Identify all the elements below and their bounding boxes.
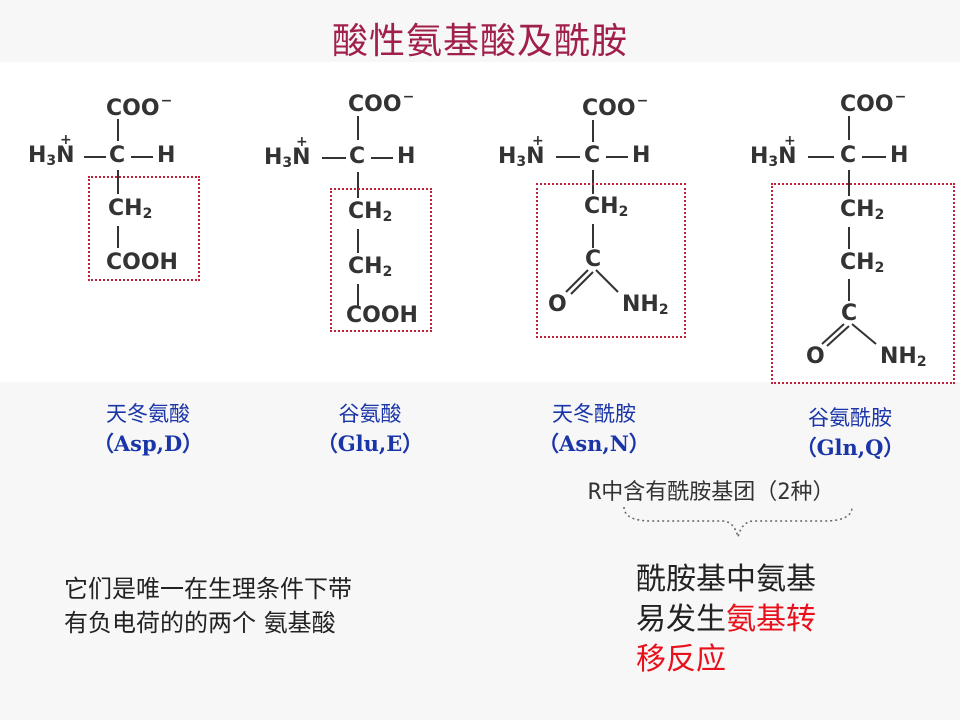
amino-group: H3N (28, 143, 75, 169)
alpha-carbon: C (840, 143, 857, 168)
plus-charge: + (532, 133, 544, 149)
hydrogen: H (632, 143, 651, 168)
bond (84, 156, 106, 158)
hydrogen: H (890, 143, 909, 168)
carboxyl-group: COOH (346, 303, 418, 328)
page-title: 酸性氨基酸及酰胺 (331, 21, 628, 62)
amino-acid-name: 谷氨酸 (338, 402, 402, 426)
bond (131, 156, 153, 158)
carboxyl-group: COOH (106, 250, 178, 275)
plus-charge: + (784, 133, 796, 149)
name-aspartate: 天冬氨酸 （Asp,D） (48, 398, 248, 458)
carbonyl-carbon: C (841, 301, 858, 326)
highlight-text: 氨基转 (726, 602, 816, 637)
acidic-note: 它们是唯一在生理条件下带 有负电荷的的两个 氨基酸 (64, 572, 352, 640)
amino-group: H3N (750, 144, 797, 170)
bond (357, 284, 359, 306)
oxygen: O (548, 292, 567, 317)
amino-group: H3N (498, 144, 545, 170)
name-glutamate: 谷氨酸 （Glu,E） (270, 398, 470, 458)
carboxylate-group: COO− (106, 93, 173, 121)
bond (862, 156, 886, 158)
bond (371, 157, 393, 159)
transamination-note-line: 易发生氨基转 (636, 602, 816, 637)
amino-acid-abbr: （Asn,N） (538, 431, 650, 456)
methylene-group: CH2 (108, 196, 153, 222)
plus-charge: + (296, 134, 308, 150)
bond (592, 120, 594, 142)
acidic-note-line: 有负电荷的的两个 氨基酸 (64, 609, 336, 637)
amide-bonds (565, 269, 619, 295)
name-asparagine: 天冬酰胺 （Asn,N） (494, 398, 694, 458)
amino-group: H3N (264, 145, 311, 171)
bond (117, 170, 119, 194)
bond (117, 119, 119, 141)
amide-nh2-group: NH2 (880, 344, 927, 370)
amino-acid-name: 天冬氨酸 (106, 402, 190, 426)
methylene-group: CH2 (840, 250, 885, 276)
methylene-group: CH2 (348, 199, 393, 225)
bond (357, 116, 359, 140)
carboxylate-group: COO− (348, 89, 415, 117)
name-glutamine: 谷氨酰胺 （Gln,Q） (750, 402, 950, 462)
bond (592, 170, 594, 194)
transamination-note: 酰胺基中氨基 易发生氨基转 移反应 (636, 560, 816, 680)
bond (357, 172, 359, 198)
amide-bonds (821, 323, 877, 347)
bond (357, 229, 359, 253)
bond (322, 157, 346, 159)
bond (848, 116, 850, 140)
alpha-carbon: C (584, 143, 601, 168)
bond (592, 224, 594, 248)
r-group-box (771, 183, 955, 384)
bond (808, 156, 834, 158)
alpha-carbon: C (349, 144, 366, 169)
carboxylate-group: COO− (582, 93, 649, 121)
carboxylate-group: COO− (840, 89, 907, 117)
amino-acid-abbr: （Asp,D） (92, 431, 204, 456)
bond (556, 156, 580, 158)
r-group-note: R中含有酰胺基团（2种） (588, 480, 835, 505)
acidic-note-line: 它们是唯一在生理条件下带 (64, 575, 352, 603)
highlight-text: 移反应 (636, 642, 726, 677)
transamination-note-line: 酰胺基中氨基 (636, 562, 816, 597)
methylene-group: CH2 (584, 194, 629, 220)
amino-acid-name: 谷氨酰胺 (808, 406, 892, 430)
amino-acid-name: 天冬酰胺 (552, 402, 636, 426)
oxygen: O (806, 344, 825, 369)
alpha-carbon: C (109, 143, 126, 168)
r-group-box (536, 183, 686, 338)
hydrogen: H (157, 143, 176, 168)
amino-acid-abbr: （Gln,Q） (795, 435, 905, 460)
r-group-box (330, 188, 432, 332)
bond (606, 156, 628, 158)
structures-background (0, 62, 960, 382)
methylene-group: CH2 (348, 254, 393, 280)
amide-nh2-group: NH2 (622, 292, 669, 318)
carbonyl-carbon: C (585, 247, 602, 272)
plus-charge: + (60, 132, 72, 148)
bond (848, 279, 850, 301)
bond (848, 227, 850, 249)
bond (117, 226, 119, 248)
amino-acid-abbr: （Glu,E） (316, 431, 424, 456)
hydrogen: H (397, 144, 416, 169)
methylene-group: CH2 (840, 197, 885, 223)
curly-brace-icon (623, 506, 853, 538)
r-group-box (88, 176, 200, 281)
